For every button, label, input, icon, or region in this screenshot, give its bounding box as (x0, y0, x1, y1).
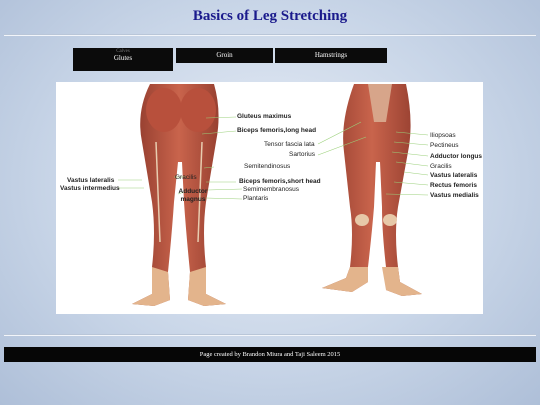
leg-muscles-illustration (118, 84, 429, 306)
label-semimembranosus: Semimembranosus (243, 186, 299, 193)
leg-muscles-figure: Gluteus maximus Biceps femoris,long head… (56, 82, 483, 314)
label-adductor-longus: Adductor longus (430, 153, 482, 160)
back-view-legs (132, 84, 226, 306)
leader-lines (118, 116, 429, 200)
label-vastus-lateralis-back: Vastus lateralis (67, 177, 115, 184)
tab-hamstrings[interactable]: Hamstrings (275, 48, 387, 63)
label-vastus-intermedius: Vastus intermedius (60, 185, 120, 192)
footer-credit: Page created by Brandon Miura and Taji S… (4, 347, 536, 362)
label-iliopsoas: Iliopsoas (430, 132, 456, 139)
label-sartorius: Sartorius (289, 151, 316, 158)
label-gracilis-back: Gracilis (175, 174, 197, 181)
tab-glutes[interactable]: Calves Glutes (73, 48, 173, 71)
label-biceps-femoris-long-head: Biceps femoris,long head (237, 127, 317, 134)
tab-glutes-label: Glutes (113, 54, 133, 62)
front-view-legs (322, 84, 422, 296)
tab-groin[interactable]: Groin (176, 48, 273, 63)
label-adductor-magnus: Adductor magnus (178, 188, 208, 203)
label-biceps-femoris-short-head: Biceps femoris,short head (239, 178, 321, 185)
label-tensor-fascia-lata: Tensor fascia lata (264, 141, 315, 148)
footer-divider (4, 334, 536, 336)
label-vastus-lateralis-front: Vastus lateralis (430, 172, 478, 179)
label-gracilis-front: Gracilis (430, 163, 452, 170)
label-plantaris: Plantaris (243, 195, 269, 202)
label-gluteus-maximus: Gluteus maximus (237, 113, 292, 120)
tab-calves-ghost-label: Calves (116, 49, 130, 54)
tab-groin-label: Groin (216, 51, 233, 59)
page-title: Basics of Leg Stretching (192, 8, 348, 24)
label-semitendinosus: Semitendinosus (244, 163, 291, 170)
label-vastus-medialis: Vastus medialis (430, 192, 479, 199)
header-divider (4, 34, 536, 36)
label-pectineus: Pectineus (430, 142, 459, 149)
tab-hamstrings-label: Hamstrings (314, 51, 348, 59)
label-rectus-femoris: Rectus femoris (430, 182, 477, 189)
